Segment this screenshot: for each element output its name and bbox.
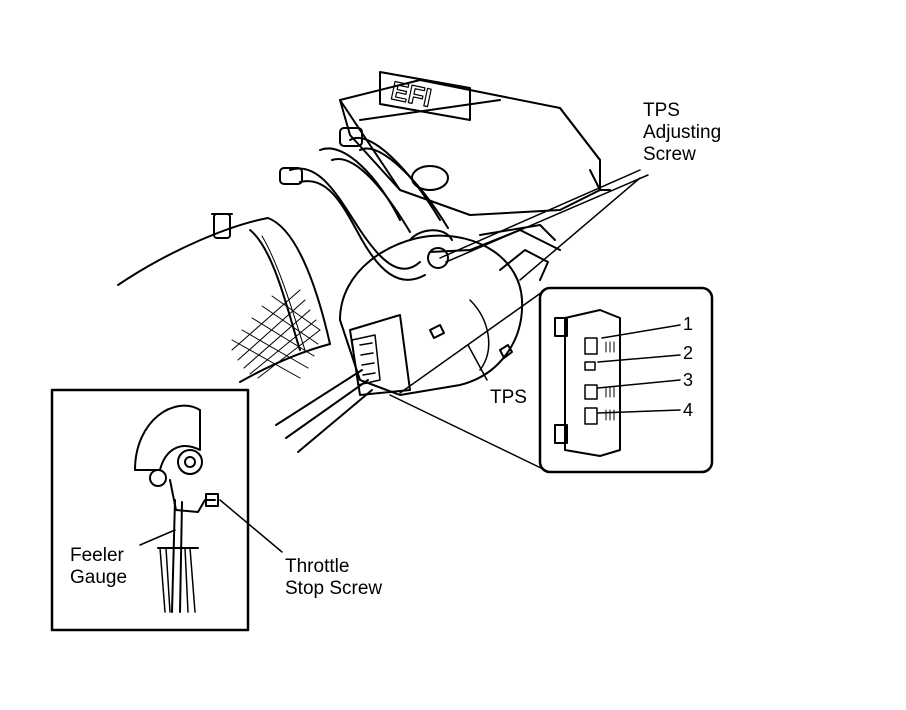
tps-adjusting-screw-line-3: Screw	[643, 144, 696, 165]
leader-lines	[139, 169, 681, 553]
pin-number-4: 4	[683, 400, 694, 420]
throttle-stop-inset	[50, 388, 250, 632]
plenum-chamber: EFI	[339, 71, 611, 216]
tps-adjusting-screw-line-1: TPS	[643, 100, 680, 121]
connector-inset	[538, 286, 714, 474]
pin-number-2: 2	[683, 343, 694, 363]
feeler-gauge-label: Feeler Gauge	[70, 545, 127, 589]
tps-adjusting-screw-label: TPS Adjusting Screw	[643, 100, 721, 166]
vacuum-hoses	[279, 127, 449, 281]
tps-adjusting-screw-line-2: Adjusting	[643, 122, 722, 143]
tps-label: TPS	[490, 387, 527, 408]
feeler-gauge-line-1: Feeler	[70, 545, 124, 566]
intake-duct	[117, 213, 331, 383]
feeler-gauge-line-2: Gauge	[70, 567, 128, 588]
connector-wires	[275, 369, 373, 453]
throttle-stop-screw-line-1: Throttle	[285, 556, 350, 577]
pin-number-1: 1	[683, 314, 694, 334]
pin-number-3: 3	[683, 370, 694, 390]
throttle-stop-screw-label: Throttle Stop Screw	[285, 556, 382, 600]
throttle-body	[339, 224, 561, 396]
throttle-stop-screw-line-2: Stop Screw	[285, 578, 383, 599]
